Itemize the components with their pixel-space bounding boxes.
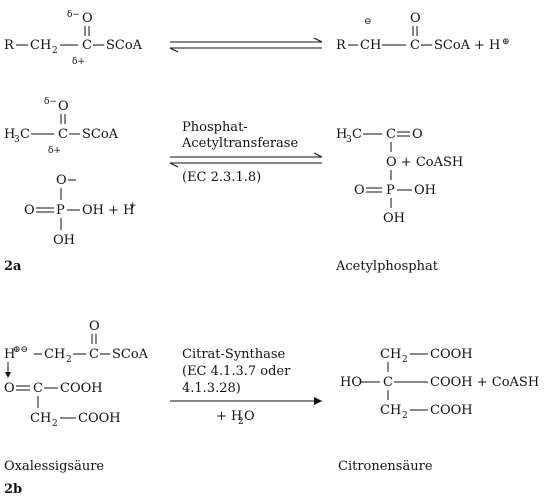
hydrogen-atom: H bbox=[4, 347, 15, 362]
subscript: 2 bbox=[402, 411, 408, 421]
carbon-atom: C bbox=[58, 127, 68, 142]
subscript: 2 bbox=[402, 355, 408, 365]
delta-plus-label: δ+ bbox=[48, 146, 61, 156]
arrowhead-icon bbox=[5, 372, 11, 378]
hydroxyl-plus-h: OH + H bbox=[82, 203, 135, 218]
carboxyl-group: COOH bbox=[430, 347, 473, 362]
hydroxyl: OH bbox=[414, 183, 436, 198]
subscript: 2 bbox=[66, 355, 72, 365]
r-group: R bbox=[4, 38, 15, 53]
subscript: 2 bbox=[52, 419, 58, 429]
scoa-group: SCoA bbox=[82, 127, 119, 142]
h-plus-charge: + bbox=[129, 201, 137, 211]
forward-arrow-head bbox=[313, 37, 323, 43]
plus-h: + H bbox=[474, 38, 500, 53]
methyl-h: H bbox=[336, 127, 347, 142]
oxygen-atom: O bbox=[410, 11, 421, 26]
carboxyl-plus-coash: COOH + CoASH bbox=[430, 375, 539, 390]
citronensaeure-label: Citronensäure bbox=[338, 459, 433, 474]
arrowhead-icon bbox=[314, 397, 322, 405]
delta-minus-label: δ− bbox=[67, 10, 80, 20]
central-carbon: C bbox=[383, 375, 393, 390]
carbon-atom: C bbox=[89, 347, 99, 362]
ec-number-line1: (EC 4.1.3.7 oder bbox=[182, 364, 291, 379]
reverse-arrow-head bbox=[169, 162, 179, 168]
carbon-atom: C bbox=[33, 381, 43, 396]
carbon-atom: C bbox=[82, 38, 92, 53]
phosphorus-atom: P bbox=[56, 203, 65, 218]
reaction2b-reactant: O H ⊕⊖ CH 2 C SCoA O C COOH CH 2 COOH bbox=[4, 319, 149, 429]
ec-number-line2: 4.1.3.28) bbox=[182, 381, 241, 396]
positive-charge: ⊕ bbox=[502, 37, 510, 47]
carboxyl-group: COOH bbox=[78, 411, 121, 426]
subscript: 2 bbox=[52, 46, 58, 56]
hydroxyl: OH bbox=[53, 233, 75, 248]
water-label: + H 2 O bbox=[216, 409, 255, 427]
hydroxyl-group: HO bbox=[340, 375, 362, 390]
o-minus: O− bbox=[56, 173, 78, 188]
scheme-label-2b: 2b bbox=[4, 482, 22, 497]
phosphorus-atom: P bbox=[386, 183, 395, 198]
water-prefix: + H bbox=[216, 409, 242, 424]
ch2-group: CH bbox=[30, 411, 51, 426]
charge-labels: ⊕⊖ bbox=[13, 345, 28, 355]
carbon-atom: C bbox=[386, 127, 396, 142]
subscript: 3 bbox=[14, 135, 20, 145]
ch2-group: CH bbox=[380, 403, 401, 418]
bridging-oxygen-plus-coash: O + CoASH bbox=[386, 155, 463, 170]
oxygen-atom: O bbox=[24, 203, 35, 218]
ch-group: CH bbox=[360, 38, 381, 53]
hydroxyl: OH bbox=[383, 211, 405, 226]
carbon-atom: C bbox=[410, 38, 420, 53]
enzyme-name: Citrat-Synthase bbox=[182, 347, 286, 362]
scoa-group: SCoA bbox=[434, 38, 471, 53]
subscript: 3 bbox=[346, 135, 352, 145]
negative-charge: ⊖ bbox=[364, 17, 372, 27]
scoa-group: SCoA bbox=[112, 347, 149, 362]
reaction2a-reactant: δ− O H 3 C C SCoA δ+ O− O P OH + H + OH bbox=[4, 97, 137, 248]
equilibrium-arrow bbox=[169, 37, 323, 53]
carbonyl-oxygen: O bbox=[412, 127, 423, 142]
oxygen-atom: O bbox=[354, 183, 365, 198]
ch2-group: CH bbox=[380, 347, 401, 362]
enzyme-name-line1: Phosphat- bbox=[182, 120, 248, 135]
carbonyl-oxygen: O bbox=[89, 319, 100, 334]
reaction2a-arrow-group: Phosphat- Acetyltransferase (EC 2.3.1.8) bbox=[169, 120, 323, 185]
acetylphosphat-label: Acetylphosphat bbox=[335, 259, 439, 274]
r-group: R bbox=[336, 38, 347, 53]
oxygen-atom: O bbox=[58, 99, 69, 114]
carboxyl-group: COOH bbox=[60, 381, 103, 396]
carboxyl-group: COOH bbox=[430, 403, 473, 418]
reverse-arrow-head bbox=[169, 47, 179, 53]
water-suffix: O bbox=[244, 409, 255, 424]
methyl-c: C bbox=[352, 127, 362, 142]
delta-plus-label: δ+ bbox=[72, 57, 85, 67]
reaction2b-product: CH 2 COOH HO C COOH + CoASH CH 2 COOH bbox=[340, 347, 539, 421]
scoa-group: SCoA bbox=[106, 38, 143, 53]
methyl-c: C bbox=[20, 127, 30, 142]
ch2-group: CH bbox=[30, 38, 51, 53]
methyl-h: H bbox=[4, 127, 15, 142]
delta-minus-label: δ− bbox=[44, 97, 57, 107]
reaction1-product: ⊖ O R CH C SCoA + H ⊕ bbox=[336, 11, 510, 53]
water-subscript: 2 bbox=[238, 417, 244, 427]
ec-number: (EC 2.3.1.8) bbox=[182, 170, 261, 185]
reaction2b-arrow-group: Citrat-Synthase (EC 4.1.3.7 oder 4.1.3.2… bbox=[170, 347, 322, 427]
scheme-label-2a: 2a bbox=[4, 259, 22, 274]
oxygen-atom: O bbox=[4, 381, 15, 396]
enzyme-name-line2: Acetyltransferase bbox=[181, 136, 298, 151]
reaction1-reactant: δ− O R CH 2 C SCoA δ+ bbox=[4, 10, 143, 67]
ch2-group: CH bbox=[44, 347, 65, 362]
oxygen-atom: O bbox=[82, 11, 93, 26]
forward-arrow-head bbox=[313, 152, 323, 158]
reaction2a-product: H 3 C C O O + CoASH O P OH OH bbox=[336, 127, 463, 226]
oxalessigsaeure-label: Oxalessigsäure bbox=[4, 459, 104, 474]
